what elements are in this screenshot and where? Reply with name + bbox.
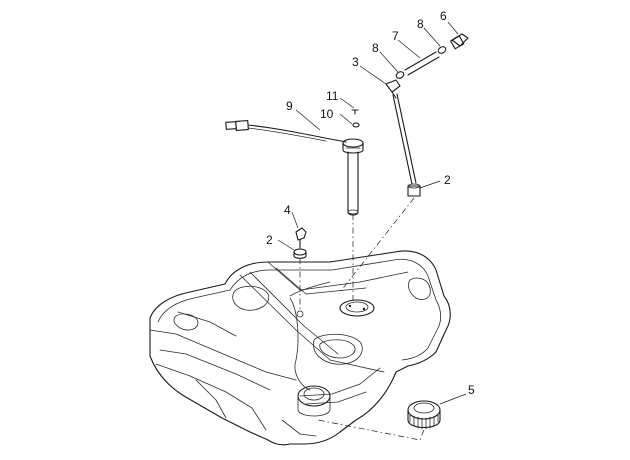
screw-part <box>351 109 359 115</box>
wiring-harness <box>225 120 347 143</box>
callout-5: 5 <box>468 383 475 397</box>
callout-2-upper: 2 <box>444 173 451 187</box>
fuel-pump-sender <box>342 138 364 216</box>
callout-9: 9 <box>286 99 293 113</box>
callout-11: 11 <box>326 89 339 103</box>
fuel-tank <box>149 250 451 446</box>
callout-labels: 6 8 7 8 3 11 10 9 2 4 2 5 <box>266 9 475 397</box>
callout-8-upper: 8 <box>417 17 424 31</box>
callout-2-lower: 2 <box>266 233 273 247</box>
callout-6: 6 <box>440 9 447 23</box>
callout-10: 10 <box>320 107 334 121</box>
callout-3: 3 <box>352 55 359 69</box>
vent-hose-assembly <box>385 33 469 197</box>
assembly-centerlines <box>299 197 425 441</box>
filler-cap <box>407 400 441 430</box>
callout-8-lower: 8 <box>372 41 379 55</box>
callout-7: 7 <box>392 29 399 43</box>
valve-part <box>295 227 307 249</box>
callout-4: 4 <box>284 203 291 217</box>
clip-part <box>352 122 360 128</box>
leader-lines <box>277 21 467 405</box>
grommet-part <box>293 248 307 259</box>
